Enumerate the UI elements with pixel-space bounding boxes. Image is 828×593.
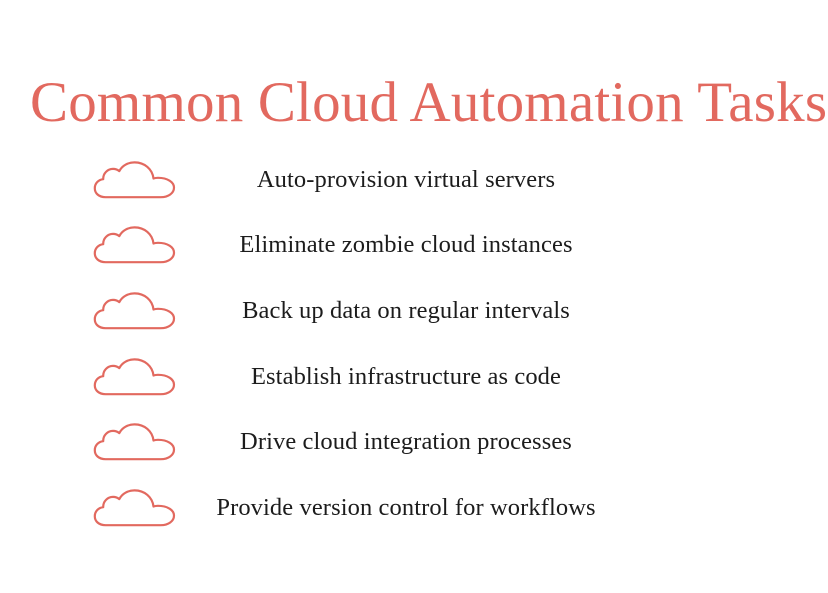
task-label: Provide version control for workflows — [216, 493, 596, 521]
page-title: Common Cloud Automation Tasks — [30, 71, 828, 135]
cloud-outline-icon — [93, 161, 179, 199]
cloud-outline-icon — [93, 423, 179, 461]
task-list: Auto-provision virtual servers Eliminate… — [0, 147, 828, 541]
task-label: Back up data on regular intervals — [242, 296, 570, 324]
list-item: Drive cloud integration processes — [0, 409, 828, 475]
list-item: Establish infrastructure as code — [0, 344, 828, 410]
list-item-text-cell: Eliminate zombie cloud instances — [196, 231, 616, 259]
task-label: Drive cloud integration processes — [240, 428, 572, 456]
list-item-text-cell: Establish infrastructure as code — [196, 362, 616, 390]
list-item-text-cell: Provide version control for workflows — [196, 494, 616, 522]
list-item-text-cell: Drive cloud integration processes — [196, 428, 616, 456]
list-item: Provide version control for workflows — [0, 475, 828, 541]
list-item-text-cell: Back up data on regular intervals — [196, 297, 616, 325]
cloud-outline-icon — [93, 226, 179, 264]
list-item: Eliminate zombie cloud instances — [0, 213, 828, 279]
task-label: Auto-provision virtual servers — [256, 165, 556, 193]
list-item: Auto-provision virtual servers — [0, 147, 828, 213]
cloud-outline-icon — [93, 489, 179, 527]
cloud-outline-icon — [93, 357, 179, 396]
list-item-text-cell: Auto-provision virtual servers — [196, 166, 616, 194]
task-label: Eliminate zombie cloud instances — [239, 231, 573, 259]
task-label: Establish infrastructure as code — [250, 362, 562, 390]
cloud-outline-icon — [93, 292, 179, 330]
list-item: Back up data on regular intervals — [0, 278, 828, 344]
